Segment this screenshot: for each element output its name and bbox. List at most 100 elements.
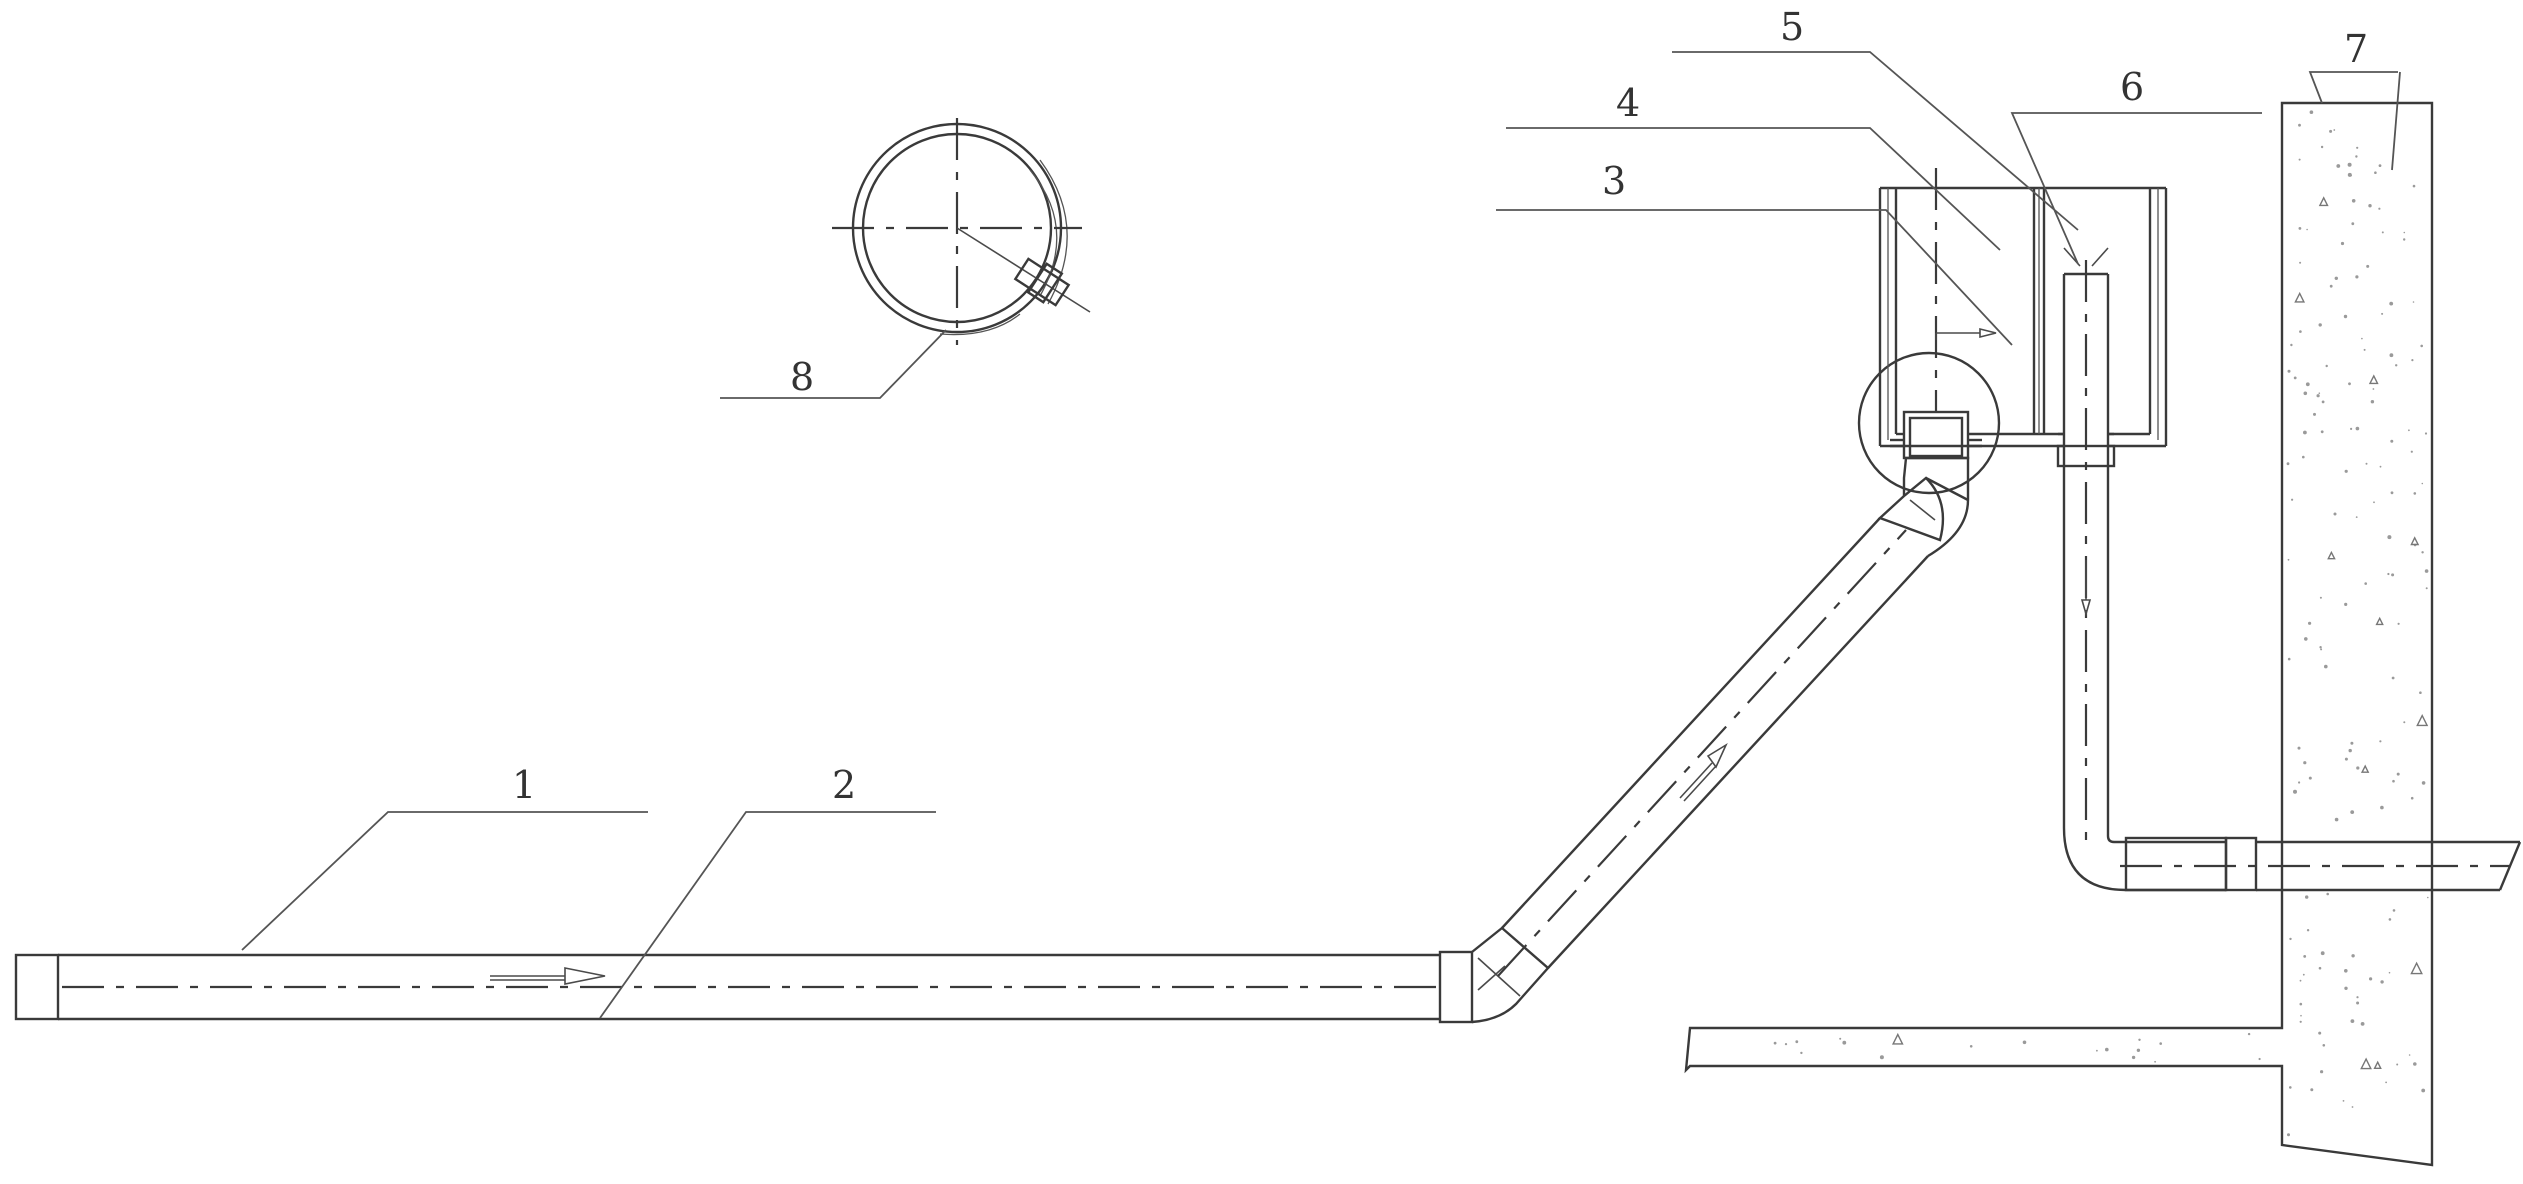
concrete-aggregate: [2375, 616, 2384, 626]
concrete-dot: [1842, 1040, 1847, 1045]
concrete-dot: [2258, 1057, 2261, 1061]
concrete-dot: [2298, 158, 2301, 161]
concrete-dot: [2310, 1088, 2314, 1092]
concrete-dot: [2372, 388, 2375, 390]
concrete-dot: [2306, 929, 2310, 932]
concrete-dot: [2350, 741, 2354, 745]
concrete-dot: [2318, 966, 2322, 970]
concrete-dot: [2293, 376, 2297, 380]
concrete-dot: [2355, 426, 2360, 431]
inlet-pipe: [14, 953, 1440, 1021]
concrete-dot: [2299, 261, 2302, 264]
concrete-dot: [2356, 146, 2359, 149]
concrete-dot: [2369, 977, 2373, 981]
concrete-dot: [2403, 721, 2406, 724]
concrete-dot: [2131, 1055, 2136, 1060]
concrete-dot: [2421, 1088, 2426, 1093]
concrete-dot: [2306, 228, 2308, 231]
concrete-dot: [1795, 1040, 1799, 1044]
concrete-dot: [2408, 429, 2410, 432]
concrete-dot: [2247, 1032, 2251, 1036]
label-1: 1: [512, 763, 536, 807]
concrete-dot: [2321, 400, 2325, 404]
concrete-dot: [2322, 1044, 2326, 1047]
concrete-dot: [2159, 1042, 2162, 1045]
concrete-dot: [2374, 171, 2377, 174]
concrete-dot: [2350, 810, 2355, 814]
concrete-dot: [2363, 348, 2366, 351]
concrete-dot: [2293, 789, 2297, 794]
concrete-dot: [2355, 516, 2358, 518]
concrete-aggregate: [2318, 196, 2329, 207]
concrete-dot: [2320, 648, 2323, 651]
concrete-dot: [2356, 766, 2360, 770]
concrete-dot: [2403, 231, 2406, 234]
concrete-dot: [2326, 892, 2329, 896]
concrete-dot: [2355, 275, 2359, 279]
concrete-aggregate: [2410, 536, 2420, 546]
concrete-dot: [2381, 231, 2384, 234]
label-3: 3: [1602, 159, 1626, 203]
concrete-dot: [2298, 123, 2301, 127]
concrete-dot: [2287, 1133, 2290, 1137]
concrete-dot: [2347, 172, 2352, 177]
concrete-dot: [2380, 980, 2384, 984]
concrete-dot: [2425, 587, 2428, 590]
concrete-dot: [2421, 482, 2424, 485]
concrete-dot: [2365, 462, 2368, 465]
concrete-dot: [2105, 1047, 2109, 1052]
concrete-dot: [1879, 1055, 1884, 1060]
concrete-aggregate: [2416, 714, 2429, 727]
concrete-dot: [2318, 392, 2321, 395]
leader-lines: [241, 51, 2401, 1019]
concrete-dot: [2291, 498, 2294, 501]
concrete-dot: [2297, 746, 2301, 750]
concrete-dot: [2299, 979, 2302, 982]
concrete-dot: [2390, 491, 2394, 495]
concrete-dot: [1800, 1051, 1803, 1055]
concrete-dot: [2154, 1060, 2157, 1063]
concrete-dot: [2378, 164, 2382, 168]
concrete-wall: [1684, 101, 2434, 1167]
concrete-dot: [2303, 955, 2307, 958]
concrete-dot: [2351, 954, 2355, 958]
concrete-dot: [2350, 427, 2353, 430]
concrete-dot: [1969, 1045, 1973, 1048]
concrete-dot: [2356, 996, 2359, 999]
concrete-dot: [2320, 430, 2324, 434]
concrete-dot: [2318, 323, 2322, 327]
upper-elbow: [1877, 456, 1970, 558]
concrete-dot: [2410, 796, 2414, 800]
concrete-dot: [2419, 691, 2422, 694]
concrete-dot: [2424, 432, 2428, 435]
concrete-dot: [2397, 622, 2400, 625]
concrete-dot: [2390, 439, 2394, 443]
concrete-dot: [2391, 676, 2395, 680]
concrete-dot: [2303, 391, 2308, 396]
concrete-dot: [2320, 951, 2325, 956]
concrete-dot: [2298, 781, 2301, 784]
concrete-dot: [2309, 110, 2314, 114]
concrete-dot: [2411, 359, 2414, 362]
concrete-dot: [2305, 382, 2310, 387]
concrete-dot: [2287, 369, 2291, 373]
concrete-dot: [2368, 204, 2372, 208]
concrete-dot: [2381, 312, 2384, 315]
concrete-dot: [2395, 364, 2398, 367]
concrete-dot: [2136, 1048, 2141, 1053]
cross-section-detail: [832, 118, 1091, 345]
concrete-dot: [2343, 314, 2348, 319]
concrete-dot: [2342, 1100, 2345, 1102]
concrete-dot: [2324, 664, 2328, 669]
concrete-dot: [2391, 573, 2395, 577]
concrete-dot: [2344, 986, 2348, 990]
concrete-dot: [2348, 382, 2351, 386]
concrete-aggregate: [2294, 291, 2306, 303]
concrete-dot: [2329, 284, 2333, 288]
concrete-dot: [2392, 909, 2396, 912]
concrete-dot: [2300, 1014, 2302, 1017]
concrete-aggregate: [2327, 550, 2336, 560]
concrete-dot: [2388, 918, 2392, 921]
concrete-dot: [2286, 462, 2290, 466]
concrete-dot: [2308, 621, 2312, 625]
